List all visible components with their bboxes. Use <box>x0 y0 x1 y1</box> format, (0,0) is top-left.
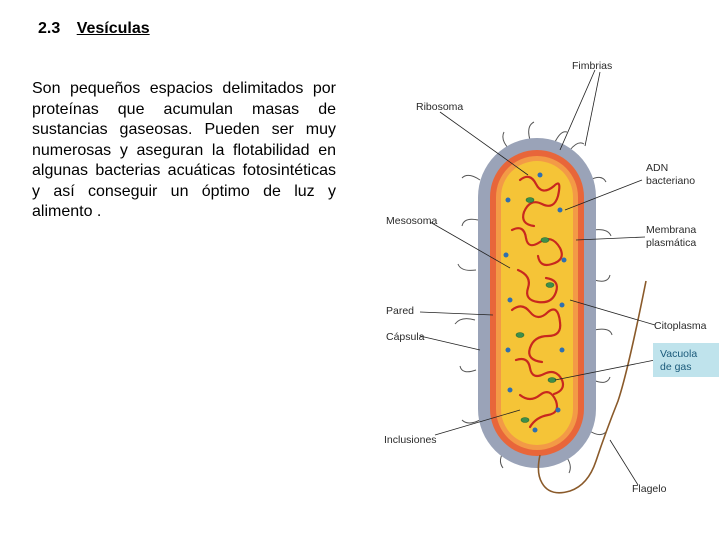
label-capsula: Cápsula <box>386 331 425 343</box>
label-vacuola-line2: de gas <box>660 361 692 373</box>
label-pared: Pared <box>386 305 414 317</box>
section-number: 2.3 <box>38 20 60 37</box>
label-vacuola-line1: Vacuola <box>660 348 697 360</box>
label-ribosoma: Ribosoma <box>416 101 463 113</box>
label-adn-line2: bacteriano <box>646 175 695 187</box>
bacteria-diagram: Fimbrias Ribosoma ADN bacteriano Mesosom… <box>380 50 720 510</box>
label-mesosoma: Mesosoma <box>386 215 438 227</box>
section-paragraph: Son pequeños espacios delimitados por pr… <box>32 79 336 223</box>
label-flagelo: Flagelo <box>632 483 667 495</box>
label-membrana-line2: plasmática <box>646 237 696 249</box>
label-inclusiones: Inclusiones <box>384 434 437 446</box>
label-citoplasma: Citoplasma <box>654 320 707 332</box>
label-membrana-line1: Membrana <box>646 224 696 236</box>
label-fimbrias: Fimbrias <box>572 60 612 72</box>
section-title: Vesículas <box>77 20 150 37</box>
section-heading: 2.3 Vesículas <box>38 20 150 38</box>
label-adn-line1: ADN <box>646 162 668 174</box>
